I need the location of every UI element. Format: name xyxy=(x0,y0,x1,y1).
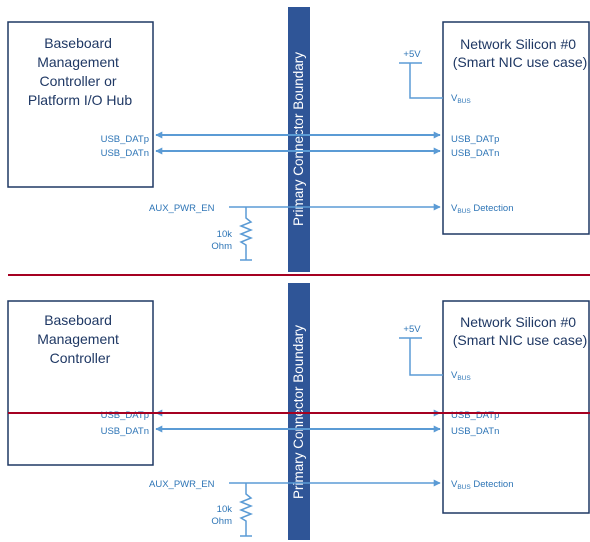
usb-datn-right-label: USB_DATn xyxy=(451,148,499,159)
pulldown-resistor xyxy=(238,483,254,536)
aux-pwr-en-label: AUX_PWR_EN xyxy=(149,203,215,214)
bmc-block xyxy=(7,300,154,466)
network-silicon-block xyxy=(442,21,590,235)
aux-pwr-en-label: AUX_PWR_EN xyxy=(149,479,215,490)
connector-boundary-label: Primary Connector Boundary xyxy=(291,52,306,226)
connector-boundary-label: Primary Connector Boundary xyxy=(291,325,306,499)
connector-boundary-bar xyxy=(288,7,310,272)
bmc-title: Baseboard Management Controller xyxy=(37,312,123,366)
usb-datn-right-label: USB_DATn xyxy=(451,426,499,437)
usb-datp-right-label: USB_DATp xyxy=(451,134,499,145)
vbus-label: VBUS xyxy=(451,93,471,105)
resistor-value-label: 10k xyxy=(217,504,233,515)
vbus-label: VBUS xyxy=(451,370,471,382)
vbus-wire xyxy=(409,63,443,99)
bmc-platform-hub-title: Baseboard Management Controller or Platf… xyxy=(28,35,132,108)
usb-datn-left-label: USB_DATn xyxy=(101,148,149,159)
usb-datp-left-label: USB_DATp xyxy=(101,410,149,421)
vbus-detection-label: VBUS Detection xyxy=(451,203,514,215)
network-silicon-block xyxy=(442,300,590,514)
resistor-unit-label: Ohm xyxy=(211,516,232,527)
resistor-unit-label: Ohm xyxy=(211,241,232,252)
top-panel: Baseboard Management Controller or Platf… xyxy=(7,7,590,272)
bmc-platform-hub-block xyxy=(7,21,154,188)
bottom-panel: Baseboard Management Controller Network … xyxy=(7,283,590,540)
usb-datp-right-label: USB_DATp xyxy=(451,410,499,421)
usb-datn-left-label: USB_DATn xyxy=(101,426,149,437)
resistor-value-label: 10k xyxy=(217,229,233,240)
pulldown-resistor xyxy=(238,207,254,260)
network-silicon-title: Network Silicon #0 (Smart NIC use case) xyxy=(453,36,588,70)
supply-5v-label: +5V xyxy=(403,49,421,60)
usb-datp-left-label: USB_DATp xyxy=(101,134,149,145)
vbus-detection-label: VBUS Detection xyxy=(451,479,514,491)
vbus-wire xyxy=(409,338,443,376)
network-silicon-title: Network Silicon #0 (Smart NIC use case) xyxy=(453,314,588,348)
supply-5v-label: +5V xyxy=(403,324,421,335)
